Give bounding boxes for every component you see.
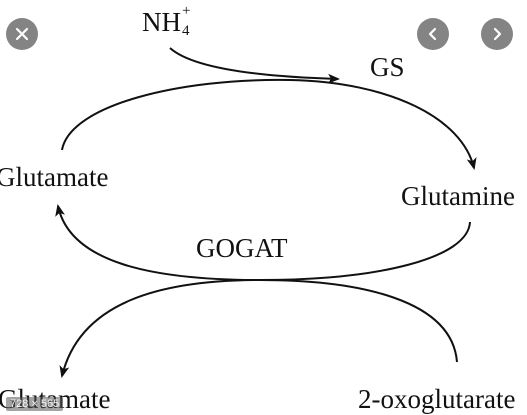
glutamate-upper-label: Glutamate [0,162,109,192]
chevron-left-icon [428,27,437,41]
ammonium-subscript: 4 [182,23,190,39]
gs-enzyme-label: GS [370,52,405,82]
gs-reaction-arc [61,78,477,170]
ammonium-entry-arrow [169,47,340,84]
image-size-badge: 728 × 565 [6,397,64,411]
ammonium-charge: + [182,3,191,19]
previous-image-button[interactable] [417,18,449,50]
gogat-enzyme-label: GOGAT [196,233,288,263]
chevron-right-icon [493,27,502,41]
oxoglutarate-label: 2-oxoglutarate [358,384,516,414]
close-icon [15,27,29,41]
ammonium-base: NH [142,7,181,37]
next-image-button[interactable] [481,18,513,50]
ammonium-label: NH+4 [142,3,193,39]
glutamine-label: Glutamine [401,181,515,211]
close-button[interactable] [6,18,38,50]
gogat-lower-arc [59,278,458,378]
